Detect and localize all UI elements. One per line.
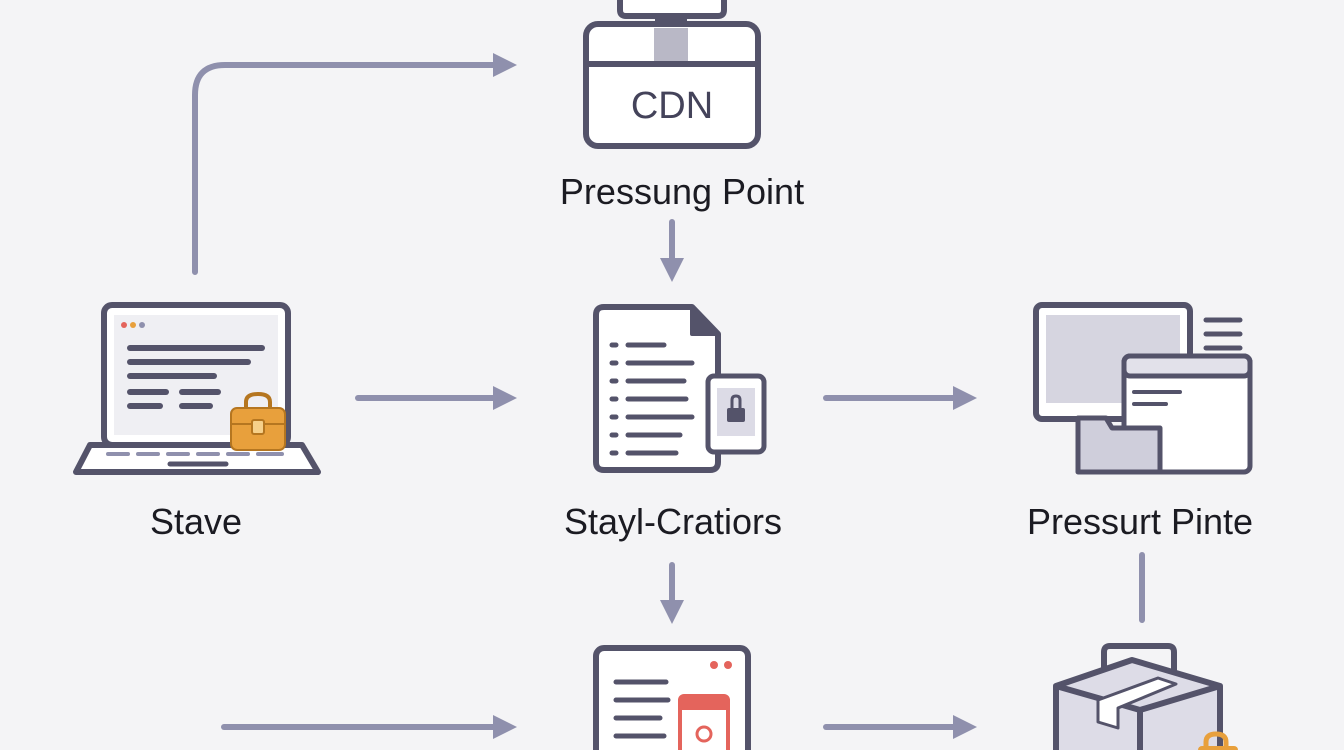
browser-form-icon: [593, 645, 751, 750]
form-node[interactable]: [593, 645, 751, 750]
monitor-node[interactable]: Pressurt Pinte: [1027, 302, 1253, 542]
arrow-stave-to-cdn: [192, 53, 517, 275]
stave-label: Stave: [150, 501, 242, 542]
document-label: Stayl-Cratiors: [564, 501, 782, 542]
document-node[interactable]: Stayl-Cratiors: [564, 304, 782, 542]
monitor-label: Pressurt Pinte: [1027, 501, 1253, 542]
stave-node[interactable]: Stave: [73, 302, 321, 542]
cdn-label: Pressung Point: [560, 171, 804, 212]
phone-icon: [705, 373, 767, 455]
package-node[interactable]: [1053, 643, 1238, 750]
folder-icon: [1075, 415, 1163, 475]
cdn-node[interactable]: CDN Pressung Point: [560, 0, 804, 212]
lock-icon: [1198, 731, 1238, 750]
document-icon: [593, 304, 721, 473]
connectors: [192, 53, 1145, 739]
cdn-server-icon: [583, 0, 761, 149]
cdn-badge-text: CDN: [631, 85, 713, 127]
laptop-icon: [73, 302, 321, 475]
package-box-icon: [1053, 643, 1223, 750]
lock-icon: [230, 391, 286, 451]
